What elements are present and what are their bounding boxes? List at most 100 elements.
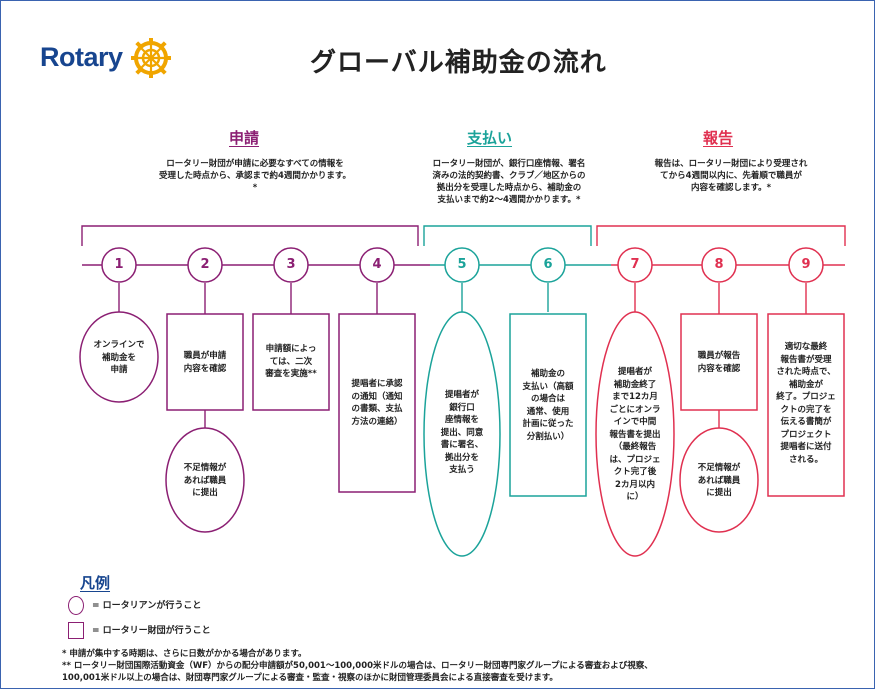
text-line: ごとにオンラ	[609, 404, 661, 415]
phase-description-report: 報告は、ロータリー財団により受理され てから4週間以内に、先着順で職員が 内容を…	[636, 158, 826, 194]
phase-heading-payment: 支払い	[467, 129, 513, 147]
payment-bracket	[423, 225, 592, 246]
text-line: される。	[788, 454, 823, 465]
text-line: クトの完了を	[780, 404, 832, 415]
text-line: クト完了後	[613, 467, 657, 477]
text-line: 分割払い）	[526, 431, 570, 442]
text-line: の場合は	[530, 394, 565, 404]
text-line: 銀行口	[449, 402, 475, 413]
text-line: ては、二次	[269, 356, 313, 367]
text-line: に提出	[192, 488, 218, 498]
text-line: 提唱者に送付	[780, 442, 832, 452]
text-line: 不足情報が	[697, 463, 741, 473]
text-line: まで12カ月	[612, 392, 658, 402]
step-1-oval	[79, 311, 159, 403]
page-title: グローバル補助金の流れ	[310, 48, 607, 78]
description-line: てから4週間以内に、先着順で職員が	[660, 171, 802, 181]
step-circle-5	[444, 247, 480, 283]
step-4-text: 提唱者に承認 の通知（通知 の書類、支払 方法の連絡）	[340, 378, 414, 428]
step-circle-7	[617, 247, 653, 283]
step-circle-8	[701, 247, 737, 283]
text-line: 適切な最終	[784, 342, 828, 352]
text-line: 申請	[110, 365, 128, 375]
text-line: は、プロジェ	[609, 454, 661, 465]
step-number-1: 1	[114, 257, 124, 272]
legend-foundation: = ロータリー財団が行うこと	[68, 622, 211, 639]
text-line: あれば職員	[697, 475, 741, 486]
phase-description-application: ロータリー財団が申請に必要なすべての情報を 受理した時点から、承認まで約4週間か…	[125, 158, 385, 194]
text-line: 提唱者が	[444, 390, 479, 400]
step-circle-1	[101, 247, 137, 283]
text-line: 申請額によっ	[265, 344, 317, 354]
text-line: 終了。プロジェ	[776, 392, 836, 402]
step-8-box	[680, 313, 758, 411]
text-line: 2カ月以内	[615, 479, 655, 490]
text-line: 補助金の	[530, 369, 565, 379]
step-number-2: 2	[200, 257, 210, 272]
text-line: 支払い（高額	[522, 381, 574, 392]
text-line: 通常、使用	[526, 406, 570, 417]
text-line: 不足情報が	[183, 463, 227, 473]
step-circle-2	[187, 247, 223, 283]
text-line: 職員が報告	[697, 351, 741, 361]
rotary-wheel-icon	[131, 38, 171, 78]
text-line: の通知（通知	[351, 391, 403, 402]
step-8-sub-text: 不足情報が あれば職員 に提出	[682, 462, 756, 500]
text-line: に）	[626, 492, 644, 502]
step-circle-3	[273, 247, 309, 283]
footnote-2: ** ロータリー財団国際活動資金（WF）からの配分申請額が50,001～100,…	[62, 661, 653, 671]
text-line: 座情報を	[444, 415, 479, 425]
phase-description-payment: ロータリー財団が、銀行口座情報、署名 済みの法的契約書、クラブ／地区からの 拠出…	[404, 158, 614, 206]
step-4-box	[338, 313, 416, 493]
description-line: *	[252, 183, 258, 193]
text-line: 伝える書簡が	[780, 417, 832, 427]
step-number-6: 6	[543, 257, 553, 272]
text-line: 方法の連絡）	[351, 416, 403, 427]
step-2-sub-text: 不足情報が あれば職員 に提出	[168, 462, 242, 500]
description-line: 報告は、ロータリー財団により受理され	[654, 159, 808, 169]
text-line: 内容を確認	[183, 363, 227, 374]
text-line: 計画に従った	[522, 419, 574, 429]
text-line: に提出	[706, 488, 732, 498]
description-line: ロータリー財団が申請に必要なすべての情報を	[166, 159, 344, 169]
step-5-oval	[423, 311, 501, 557]
text-line: 提唱者に承認	[351, 379, 403, 389]
step-7-oval	[595, 311, 675, 557]
step-3-text: 申請額によっ ては、二次 審査を実施**	[254, 343, 328, 381]
step-number-3: 3	[286, 257, 296, 272]
legend-foundation-label: = ロータリー財団が行うこと	[92, 626, 211, 636]
text-line: プロジェクト	[780, 429, 832, 440]
description-line: 拠出分を受理した時点から、補助金の	[436, 183, 582, 193]
step-1-text: オンラインで 補助金を 申請	[82, 339, 156, 377]
text-line: 支払う	[449, 465, 475, 475]
text-line: 補助金が	[788, 379, 823, 390]
text-line: 提出、同意	[440, 427, 484, 438]
step-2-sub-oval	[165, 427, 245, 533]
logo-text: Rotary	[40, 42, 123, 72]
step-number-4: 4	[372, 257, 382, 272]
step-circle-9	[788, 247, 824, 283]
application-bracket	[81, 225, 419, 246]
step-7-text: 提唱者が 補助金終了 まで12カ月 ごとにオンラ インで中間 報告書を提出 （最…	[600, 366, 670, 504]
phase-heading-report: 報告	[703, 129, 734, 147]
step-2-text: 職員が申請 内容を確認	[168, 350, 242, 375]
text-line: 審査を実施**	[265, 369, 317, 379]
step-circle-6	[530, 247, 566, 283]
step-number-8: 8	[714, 257, 724, 272]
text-line: 補助金終了	[613, 379, 657, 390]
text-line: 報告書を提出	[609, 429, 661, 440]
text-line: された時点で、	[776, 367, 836, 377]
step-number-5: 5	[457, 257, 467, 272]
step-6-box	[509, 313, 587, 497]
text-line: 内容を確認	[697, 363, 741, 374]
description-line: ロータリー財団が、銀行口座情報、署名	[432, 159, 586, 169]
legend-rotarian-label: = ロータリアンが行うこと	[92, 601, 202, 611]
step-2-box	[166, 313, 244, 411]
description-line: 済みの法的契約書、クラブ／地区からの	[432, 171, 586, 181]
legend-title: 凡例	[80, 574, 111, 592]
step-8-sub-oval	[679, 427, 759, 533]
report-bracket	[596, 225, 846, 246]
step-9-box	[767, 313, 845, 497]
